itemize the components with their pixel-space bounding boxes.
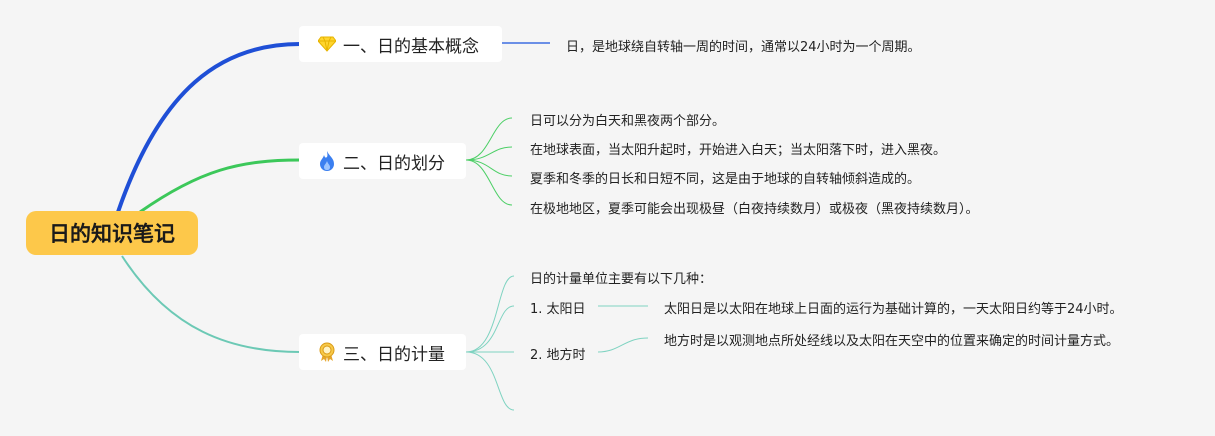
medal-icon <box>317 342 337 362</box>
division-leaf[interactable]: 日可以分为白天和黑夜两个部分。 <box>530 114 726 129</box>
topic-label: 三、日的计量 <box>343 344 445 365</box>
diamond-icon <box>317 34 337 54</box>
connector-division-branches <box>465 117 513 206</box>
root-topic[interactable]: 日的知识笔记 <box>26 211 198 255</box>
solar-day-leaf[interactable]: 1. 太阳日 <box>530 302 586 317</box>
solar-day-desc[interactable]: 太阳日是以太阳在地球上日面的运行为基础计算的，一天太阳日约等于24小时。 <box>664 302 1123 317</box>
connector-local <box>597 337 649 353</box>
division-leaf[interactable]: 在地球表面，当太阳升起时，开始进入白天；当太阳落下时，进入黑夜。 <box>530 143 947 158</box>
connector-root-topic3 <box>121 255 301 353</box>
local-time-leaf[interactable]: 2. 地方时 <box>530 348 586 363</box>
division-leaf[interactable]: 在极地地区，夏季可能会出现极昼（白夜持续数月）或极夜（黑夜持续数月）。 <box>530 202 979 217</box>
topic-basic-concept[interactable]: 一、日的基本概念 <box>299 26 502 62</box>
topic-label: 二、日的划分 <box>343 153 445 174</box>
division-leaf[interactable]: 夏季和冬季的日长和日短不同，这是由于地球的自转轴倾斜造成的。 <box>530 172 921 187</box>
fire-icon <box>317 151 337 171</box>
connector-root-topic1 <box>116 42 301 213</box>
measure-intro-leaf[interactable]: 日的计量单位主要有以下几种： <box>530 272 713 287</box>
root-label: 日的知识笔记 <box>49 222 175 246</box>
topic-division[interactable]: 二、日的划分 <box>299 143 466 179</box>
concept-leaf[interactable]: 日，是地球绕自转轴一周的时间，通常以24小时为一个周期。 <box>566 40 921 55</box>
connector-measure-branches <box>465 275 515 411</box>
connector-root-topic2 <box>139 158 301 214</box>
topic-label: 一、日的基本概念 <box>343 36 479 57</box>
topic-measurement[interactable]: 三、日的计量 <box>299 334 466 370</box>
local-time-desc[interactable]: 地方时是以观测地点所处经线以及太阳在天空中的位置来确定的时间计量方式。 <box>664 334 1120 349</box>
